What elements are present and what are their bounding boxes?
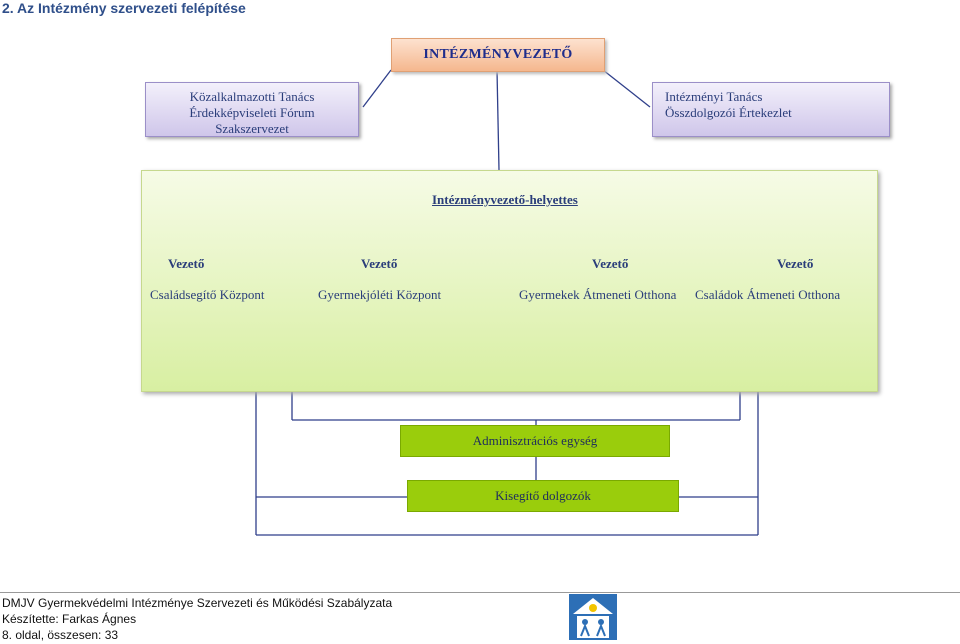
- council-box-right: Intézményi Tanács Összdolgozói Értekezle…: [652, 82, 890, 137]
- section-heading: 2. Az Intézmény szervezeti felépítése: [2, 0, 246, 16]
- leader-label-2: Vezető: [361, 256, 398, 271]
- unit-label-4: Családok Átmeneti Otthona: [695, 287, 841, 302]
- institution-logo-icon: [569, 594, 617, 640]
- unit-label-3: Gyermekek Átmeneti Otthona: [519, 287, 677, 302]
- line-director-right: [602, 69, 651, 108]
- footer-divider: [0, 592, 960, 593]
- council-line-2: Érdekképviseleti Fórum: [189, 105, 315, 120]
- footer-title: DMJV Gyermekvédelmi Intézménye Szervezet…: [2, 596, 393, 610]
- line-director-left: [362, 69, 392, 108]
- leader-label-1: Vezető: [168, 256, 205, 271]
- council-box-left: Közalkalmazotti Tanács Érdekképviseleti …: [145, 82, 359, 137]
- deputy-label: Intézményvezető-helyettes: [432, 192, 578, 207]
- deputy-panel: [141, 170, 878, 392]
- leader-label-4: Vezető: [777, 256, 814, 271]
- admin-unit-box: Adminisztrációs egység: [400, 425, 670, 457]
- council-right-line-2: Összdolgozói Értekezlet: [665, 105, 792, 120]
- unit-label-2: Gyermekjóléti Központ: [318, 287, 442, 302]
- leader-label-3: Vezető: [592, 256, 629, 271]
- council-line-3: Szakszervezet: [215, 121, 289, 136]
- unit-label-1: Családsegítő Központ: [150, 287, 265, 302]
- line-director-deputy: [496, 69, 500, 171]
- footer-page: 8. oldal, összesen: 33: [2, 628, 119, 642]
- director-box: INTÉZMÉNYVEZETŐ: [391, 38, 605, 72]
- helper-staff-box: Kisegítő dolgozók: [407, 480, 679, 512]
- council-line-1: Közalkalmazotti Tanács: [189, 89, 315, 104]
- council-right-line-1: Intézményi Tanács: [665, 89, 763, 104]
- footer-author: Készítette: Farkas Ágnes: [2, 612, 137, 626]
